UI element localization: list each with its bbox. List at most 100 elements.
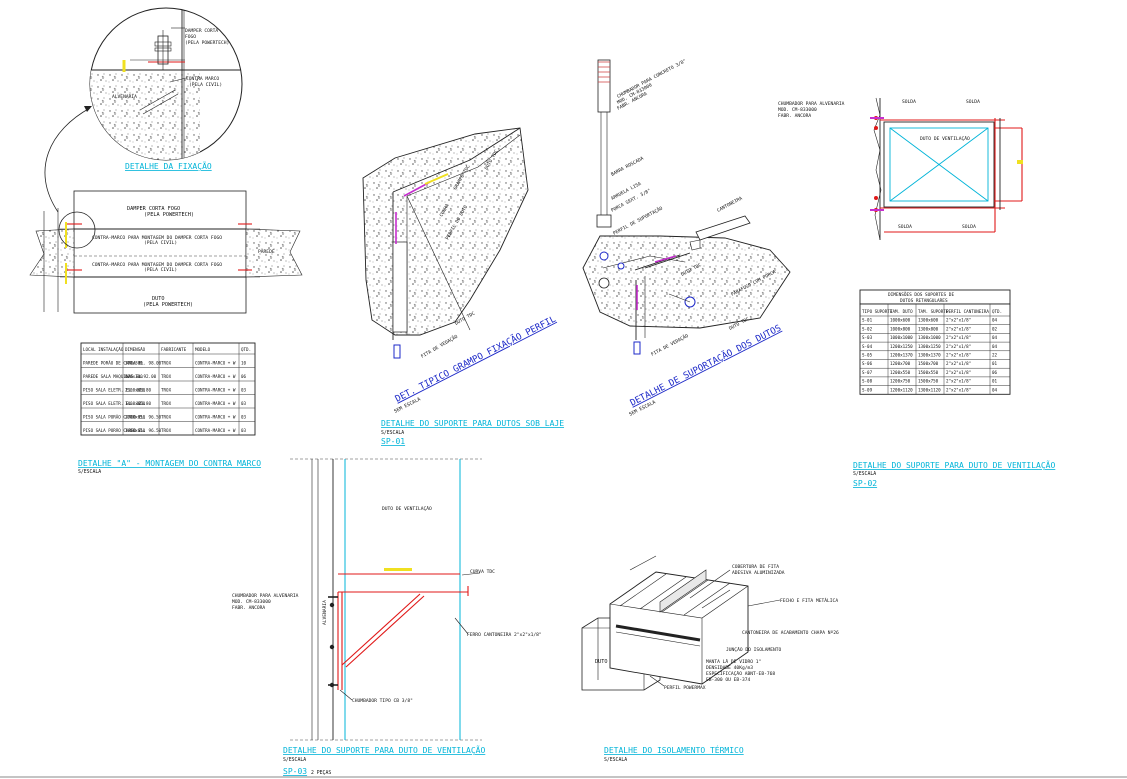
grampo-detail: GRAMPO TDC DUTO TDC CUNHA PERFIL DO DUTO… xyxy=(362,127,558,415)
support-table-cell-6-3: 2"x2"x1/8" xyxy=(946,370,971,375)
fix-alvenaria-label: ALVENARIA xyxy=(112,94,137,100)
support-table-cell-6-0: S-07 xyxy=(862,370,873,375)
sp01-scale: S/ESCALA xyxy=(381,430,404,436)
iso-perfil: PERFIL POWERMAX xyxy=(664,685,706,691)
support-table-cell-3-0: S-04 xyxy=(862,344,873,349)
support-table-cell-6-4: 06 xyxy=(992,370,998,375)
support-table-header-3: PERFIL CANTONEIRA xyxy=(946,309,989,314)
mm-cm-bot: CONTRA-MARCO PARA MONTAGEM DO DAMPER COR… xyxy=(92,262,222,268)
sp03-ferro: FERRO CANTONEIRA 2"x2"x1/8" xyxy=(467,632,542,638)
suportacao-title: DETALHE DE SUPORTAÇÃO DOS DUTOS xyxy=(628,323,783,409)
montagem-contra-marco: DAMPER CORTA FOGO (PELA POWERTECH) CONTR… xyxy=(29,190,303,314)
support-table-cell-0-3: 2"x2"x1/8" xyxy=(946,318,971,323)
damper-table-cell-1-4: 06 xyxy=(241,374,247,379)
support-table-cell-4-1: 1200x1370 xyxy=(890,353,913,358)
fix-fogo-label: FOGO xyxy=(185,34,196,40)
mm-cm-top: CONTRA-MARCO PARA MONTAGEM DO DAMPER COR… xyxy=(92,235,222,241)
support-table-cell-5-3: 2"x2"x1/8" xyxy=(946,361,971,366)
sp02-detail: CHUMBADOR PARA ALVENARIA MOD. CM-833000 … xyxy=(778,97,1023,241)
support-table-header-1: TAM. DUTO xyxy=(890,309,913,314)
support-table-cell-8-4: 04 xyxy=(992,387,998,392)
damper-table-cell-2-0: PISO SALA ELETR. EL. 101.80 xyxy=(83,388,152,393)
support-table-cell-1-0: S-02 xyxy=(862,326,873,331)
sp02-solda2: SOLDA xyxy=(966,99,980,105)
iso-densidade: DENSIDADE 40Kg/m3 xyxy=(706,665,753,671)
support-table-header-4: QTD. xyxy=(992,309,1002,314)
iso-especificacao: ESPECIFICAÇÃO ABNT-EB-768 xyxy=(706,670,775,677)
mm-damper-sub: (PELA POWERTECH) xyxy=(144,212,194,218)
mm-damper-label: DAMPER CORTA FOGO xyxy=(127,206,180,212)
sp03-mod: MOD. CM-833000 xyxy=(232,599,271,605)
support-table-cell-2-3: 2"x2"x1/8" xyxy=(946,335,971,340)
damper-table-cell-4-1: 2300x650 xyxy=(125,415,146,420)
damper-table-cell-5-2: TROX xyxy=(161,428,172,433)
fix-damper-label: DAMPER CORTA xyxy=(185,28,218,34)
iso-manta: MANTA LÃ DE VIDRO 1" xyxy=(706,658,761,665)
fixacao-caption: DETALHE DA FIXAÇÃO xyxy=(125,161,212,171)
damper-table-cell-0-1: 300x300 xyxy=(125,361,143,366)
support-table-cell-7-2: 1500x750 xyxy=(918,379,939,384)
support-table-cell-8-3: 2"x2"x1/8" xyxy=(946,387,971,392)
sp02-solda3: SOLDA xyxy=(898,224,912,230)
damper-table-cell-0-2: TROX xyxy=(161,361,172,366)
support-table-cell-8-2: 1300x1120 xyxy=(918,387,941,392)
sp03-duto: DUTO DE VENTILAÇÃO xyxy=(382,505,432,512)
support-table-cell-8-0: S-09 xyxy=(862,387,873,392)
support-table-cell-0-2: 1300x600 xyxy=(918,318,939,323)
support-table-cell-2-4: 04 xyxy=(992,335,998,340)
isolamento-detail: DUTO COBERTURA DE FITA ADESIVA ALUMINIZA… xyxy=(581,555,839,691)
damper-table-cell-5-0: PISO SALA PORÃO CARGO EL. 96.50 xyxy=(83,428,162,433)
sp02-chumbador: CHUMBADOR PARA ALVENARIA xyxy=(778,101,845,107)
support-table-cell-3-3: 2"x2"x1/8" xyxy=(946,344,971,349)
support-table-cell-2-2: 1300x1000 xyxy=(918,335,941,340)
support-table-cell-4-3: 2"x2"x1/8" xyxy=(946,353,971,358)
mm-parede: PAREDE xyxy=(258,249,275,255)
sp02-caption: DETALHE DO SUPORTE PARA DUTO DE VENTILAÇ… xyxy=(853,460,1055,470)
damper-table-cell-4-2: TROX xyxy=(161,415,172,420)
isolamento-caption: DETALHE DO ISOLAMENTO TÉRMICO xyxy=(604,744,744,755)
support-table-cell-4-4: 22 xyxy=(992,353,998,358)
damper-table-cell-0-0: PAREDE PORÃO DE CARGA EL. 98.00 xyxy=(83,361,162,366)
damper-table-cell-0-3: CONTRA-MARCO + W xyxy=(195,361,236,366)
sp01-caption: DETALHE DO SUPORTE PARA DUTOS SOB LAJE xyxy=(381,419,564,428)
mm-duto-sub: (PELA POWERTECH) xyxy=(143,302,193,308)
support-table-cell-7-0: S-08 xyxy=(862,379,873,384)
montagem-scale: S/ESCALA xyxy=(78,469,101,475)
suportacao-detail: CHUMBADOR PARA CONCRETO 3/8" MOD. CM-833… xyxy=(582,58,791,418)
damper-table-cell-4-0: PISO SALA PORÃO CARGO EL. 96.50 xyxy=(83,415,162,420)
sup-cantoneira: CANTONEIRA xyxy=(716,195,743,213)
iso-adesiva: ADESIVA ALUMINIZADA xyxy=(732,570,785,576)
support-table-cell-3-2: 1300x1250 xyxy=(918,344,941,349)
sp02-scale: S/ESCALA xyxy=(853,471,876,477)
support-table-cell-7-4: 01 xyxy=(992,379,998,384)
damper-table-cell-0-4: 10 xyxy=(241,361,247,366)
sp03-chumbador2: CHUMBADOR TIPO CB 3/8" xyxy=(352,698,413,704)
damper-table-cell-3-3: CONTRA-MARCO + W xyxy=(195,401,236,406)
damper-table-cell-5-1: 1400x650 xyxy=(125,428,146,433)
support-table-header-0: TIPO SUPORTE xyxy=(862,309,893,314)
support-table-title1: DIMENSÕES DOS SUPORTES DE xyxy=(888,291,954,298)
damper-table-frame xyxy=(80,342,256,436)
support-table-cell-5-1: 1200x700 xyxy=(890,361,911,366)
damper-table-cell-3-2: TROX xyxy=(161,401,172,406)
support-table-cell-7-1: 1200x750 xyxy=(890,379,911,384)
support-table-cell-0-0: S-01 xyxy=(862,318,873,323)
sp03-code: SP-03 xyxy=(283,767,307,776)
support-table-cell-6-1: 1200x550 xyxy=(890,370,911,375)
sp03-scale: S/ESCALA xyxy=(283,757,306,763)
damper-table-header-0: LOCAL INSTALAÇÃO xyxy=(83,347,124,352)
support-table-cell-3-4: 04 xyxy=(992,344,998,349)
sp03-fabr: FABR. ANCORA xyxy=(232,605,265,611)
damper-table-cell-5-4: 03 xyxy=(241,428,247,433)
damper-table-cell-1-3: CONTRA-MARCO + W xyxy=(195,374,236,379)
iso-duto: DUTO xyxy=(595,659,608,665)
sp03-chumbador: CHUMBADOR PARA ALVENARIA xyxy=(232,593,299,599)
damper-table-header-4: QTD. xyxy=(241,347,251,352)
damper-table-header-2: FABRICANTE xyxy=(161,347,187,352)
sp02-duto: DUTO DE VENTILAÇÃO xyxy=(920,135,970,142)
damper-table-cell-2-1: 2300x650 xyxy=(125,388,146,393)
iso-fecho: FECHO E FITA METÁLICA xyxy=(780,597,838,604)
